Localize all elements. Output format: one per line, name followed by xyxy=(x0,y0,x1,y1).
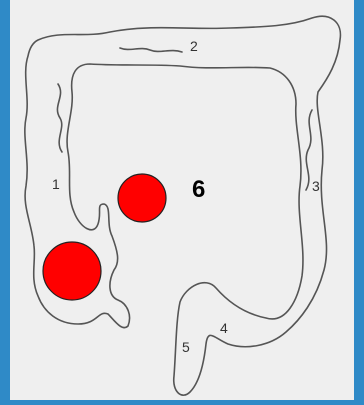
label-3: 3 xyxy=(312,178,320,194)
label-5: 5 xyxy=(182,339,190,355)
label-2: 2 xyxy=(190,38,198,54)
red-marker xyxy=(43,242,101,300)
label-4: 4 xyxy=(220,320,228,336)
red-marker xyxy=(118,174,166,222)
label-1: 1 xyxy=(52,176,60,192)
label-6: 6 xyxy=(192,176,205,203)
